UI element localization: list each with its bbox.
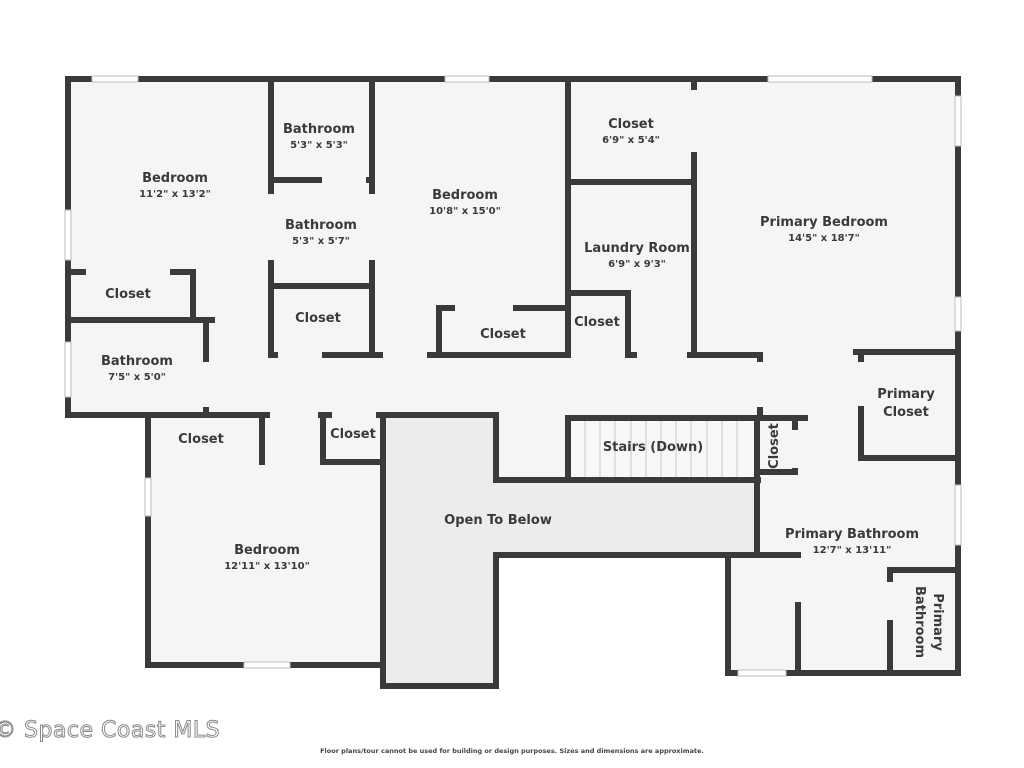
room-label-closet-vertical: Closet <box>767 423 782 469</box>
room-label-bedroom-2: Bedroom <box>432 188 498 203</box>
door-openings <box>86 90 893 620</box>
room-dims-laundry: 6'9" x 9'3" <box>608 259 666 270</box>
room-dims-bathroom-2: 5'3" x 5'7" <box>292 236 350 247</box>
room-label-primary-bathroom: Primary Bathroom <box>785 527 919 542</box>
room-label-laundry: Laundry Room <box>584 241 690 256</box>
room-dims-primary-bedroom: 14'5" x 18'7" <box>788 233 860 244</box>
room-label-primary-closet-1: Primary <box>877 387 935 402</box>
room-dims-bedroom-2: 10'8" x 15'0" <box>429 206 501 217</box>
room-label-bedroom-3: Bedroom <box>234 543 300 558</box>
room-label-primary-wc-1: Primary <box>930 593 945 651</box>
room-label-bathroom-1: Bathroom <box>283 122 355 137</box>
room-labels: Bedroom 11'2" x 13'2" Bathroom 5'3" x 5'… <box>101 117 945 658</box>
room-dims-primary-bathroom: 12'7" x 13'11" <box>813 545 892 556</box>
room-label-closet-bed1: Closet <box>105 287 151 302</box>
windows <box>64 75 962 677</box>
room-label-closet-top: Closet <box>608 117 654 132</box>
floor-fills <box>68 80 958 673</box>
room-label-primary-bedroom: Primary Bedroom <box>760 215 888 230</box>
disclaimer-text: Floor plans/tour cannot be used for buil… <box>320 747 704 755</box>
room-label-primary-closet-2: Closet <box>883 405 929 420</box>
room-dims-closet-top: 6'9" x 5'4" <box>602 135 660 146</box>
room-dims-bedroom-3: 12'11" x 13'10" <box>224 561 310 572</box>
room-label-closet-bed2: Closet <box>480 327 526 342</box>
stair-treads <box>570 420 753 477</box>
room-label-closet-bed3: Closet <box>178 432 224 447</box>
room-dims-bathroom-1: 5'3" x 5'3" <box>290 140 348 151</box>
room-label-closet-laundry: Closet <box>574 315 620 330</box>
mls-watermark: © Space Coast MLS <box>0 718 221 744</box>
room-label-bathroom-3: Bathroom <box>101 354 173 369</box>
room-label-closet-hall: Closet <box>330 427 376 442</box>
room-label-closet-mid: Closet <box>295 311 341 326</box>
room-label-open-below: Open To Below <box>444 513 552 528</box>
room-label-bathroom-2: Bathroom <box>285 218 357 233</box>
room-dims-bathroom-3: 7'5" x 5'0" <box>108 372 166 383</box>
room-label-bedroom-1: Bedroom <box>142 171 208 186</box>
room-dims-bedroom-1: 11'2" x 13'2" <box>139 189 211 200</box>
room-label-primary-wc-2: Bathroom <box>912 586 927 658</box>
room-label-stairs: Stairs (Down) <box>603 440 703 455</box>
